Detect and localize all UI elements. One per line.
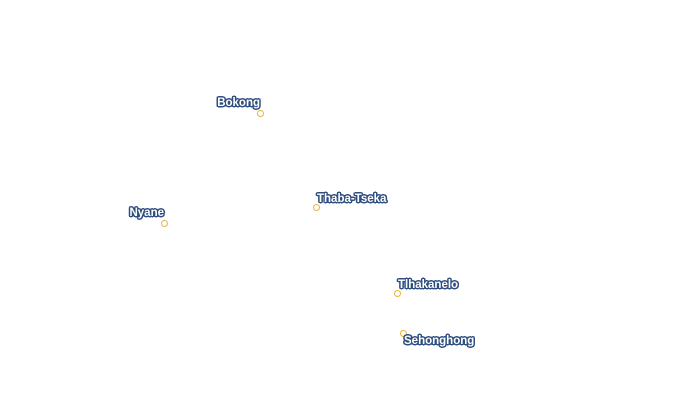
place-marker[interactable] [393, 289, 401, 297]
place-label: Nyane [129, 206, 164, 219]
place-marker[interactable] [399, 329, 407, 337]
place-label: Thaba-Tseka [317, 192, 387, 205]
place-marker[interactable] [160, 219, 168, 227]
place-marker[interactable] [256, 109, 264, 117]
place-label: Sehonghong [404, 335, 475, 347]
place-label: Bokong [217, 96, 260, 109]
place-label: Tlhakanelo [398, 278, 459, 291]
place-marker[interactable] [312, 203, 320, 211]
